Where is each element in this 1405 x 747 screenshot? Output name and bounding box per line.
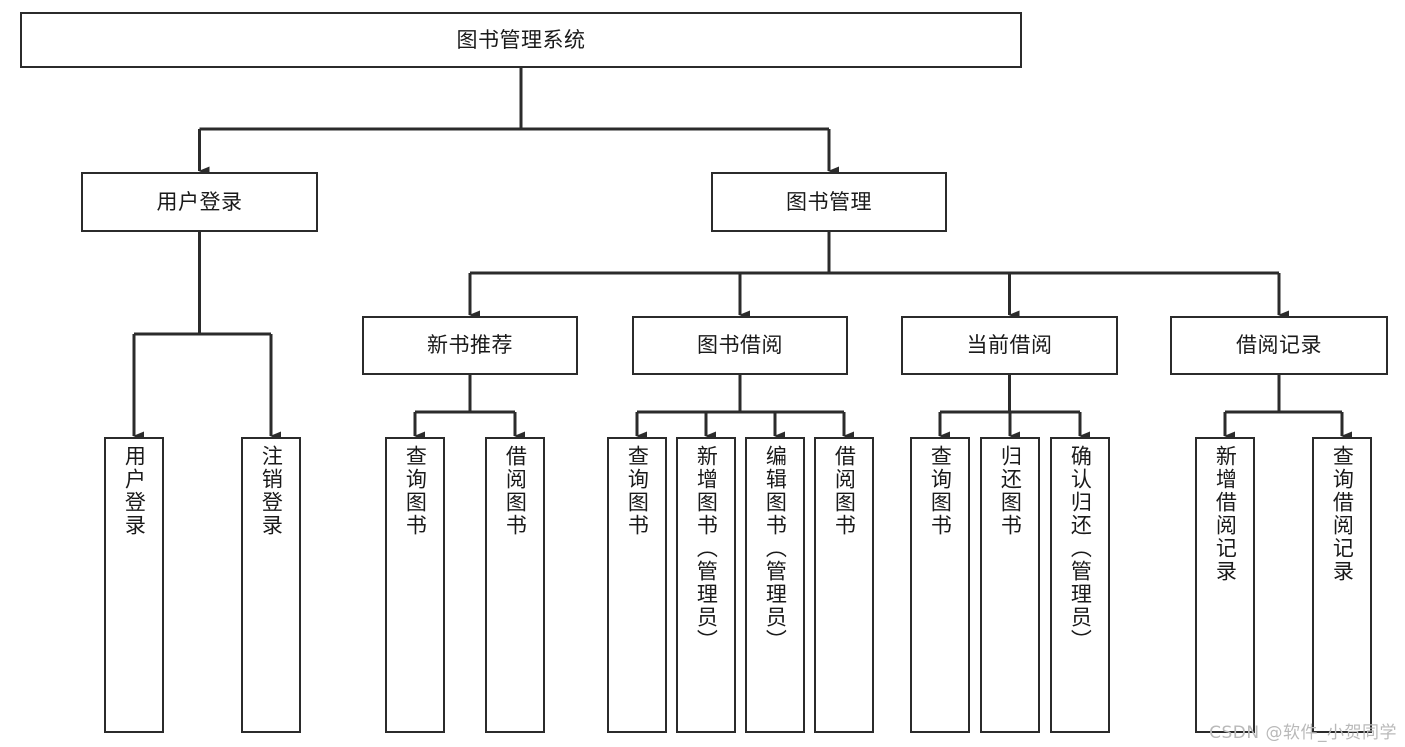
node-book-borrow[interactable]: 图书借阅 xyxy=(632,316,848,375)
node-leaf-edit-book[interactable]: 编辑图书（管理员） xyxy=(745,437,805,733)
node-label-leaf-borrow-book-2: 借阅图书 xyxy=(832,445,857,537)
node-label-new-book-recommend: 新书推荐 xyxy=(427,333,513,358)
node-current-borrow[interactable]: 当前借阅 xyxy=(901,316,1118,375)
node-label-leaf-confirm-return: 确认归还（管理员） xyxy=(1068,445,1093,652)
node-label-leaf-query-book-1: 查询图书 xyxy=(403,445,428,537)
node-label-leaf-edit-book: 编辑图书（管理员） xyxy=(763,445,788,652)
node-label-leaf-return-book: 归还图书 xyxy=(998,445,1023,537)
watermark-label: CSDN @软件_小贺同学 xyxy=(1209,723,1397,743)
node-label-root: 图书管理系统 xyxy=(456,27,586,52)
node-label-book-manage: 图书管理 xyxy=(786,189,872,214)
node-new-book-recommend[interactable]: 新书推荐 xyxy=(362,316,578,375)
node-label-leaf-query-record: 查询借阅记录 xyxy=(1330,445,1355,583)
node-label-borrow-record: 借阅记录 xyxy=(1236,333,1322,358)
node-leaf-add-record[interactable]: 新增借阅记录 xyxy=(1195,437,1255,733)
node-label-leaf-add-record: 新增借阅记录 xyxy=(1213,445,1238,583)
node-leaf-query-book-1[interactable]: 查询图书 xyxy=(385,437,445,733)
node-label-leaf-add-book: 新增图书（管理员） xyxy=(694,445,719,652)
node-leaf-query-book-3[interactable]: 查询图书 xyxy=(910,437,970,733)
node-leaf-return-book[interactable]: 归还图书 xyxy=(980,437,1040,733)
node-leaf-user-login[interactable]: 用户登录 xyxy=(104,437,164,733)
node-user-login[interactable]: 用户登录 xyxy=(81,172,318,232)
node-leaf-logout[interactable]: 注销登录 xyxy=(241,437,301,733)
node-leaf-confirm-return[interactable]: 确认归还（管理员） xyxy=(1050,437,1110,733)
node-label-leaf-query-book-3: 查询图书 xyxy=(928,445,953,537)
node-label-leaf-user-login: 用户登录 xyxy=(122,445,147,537)
node-root[interactable]: 图书管理系统 xyxy=(20,12,1022,68)
node-label-leaf-query-book-2: 查询图书 xyxy=(625,445,650,537)
node-label-leaf-borrow-book-1: 借阅图书 xyxy=(503,445,528,537)
node-label-book-borrow: 图书借阅 xyxy=(697,333,783,358)
node-leaf-borrow-book-2[interactable]: 借阅图书 xyxy=(814,437,874,733)
node-leaf-borrow-book-1[interactable]: 借阅图书 xyxy=(485,437,545,733)
node-label-leaf-logout: 注销登录 xyxy=(259,445,284,537)
node-borrow-record[interactable]: 借阅记录 xyxy=(1170,316,1388,375)
node-book-manage[interactable]: 图书管理 xyxy=(711,172,947,232)
node-label-user-login: 用户登录 xyxy=(156,189,243,214)
node-leaf-query-book-2[interactable]: 查询图书 xyxy=(607,437,667,733)
node-leaf-query-record[interactable]: 查询借阅记录 xyxy=(1312,437,1372,733)
node-label-current-borrow: 当前借阅 xyxy=(966,333,1053,358)
node-leaf-add-book[interactable]: 新增图书（管理员） xyxy=(676,437,736,733)
